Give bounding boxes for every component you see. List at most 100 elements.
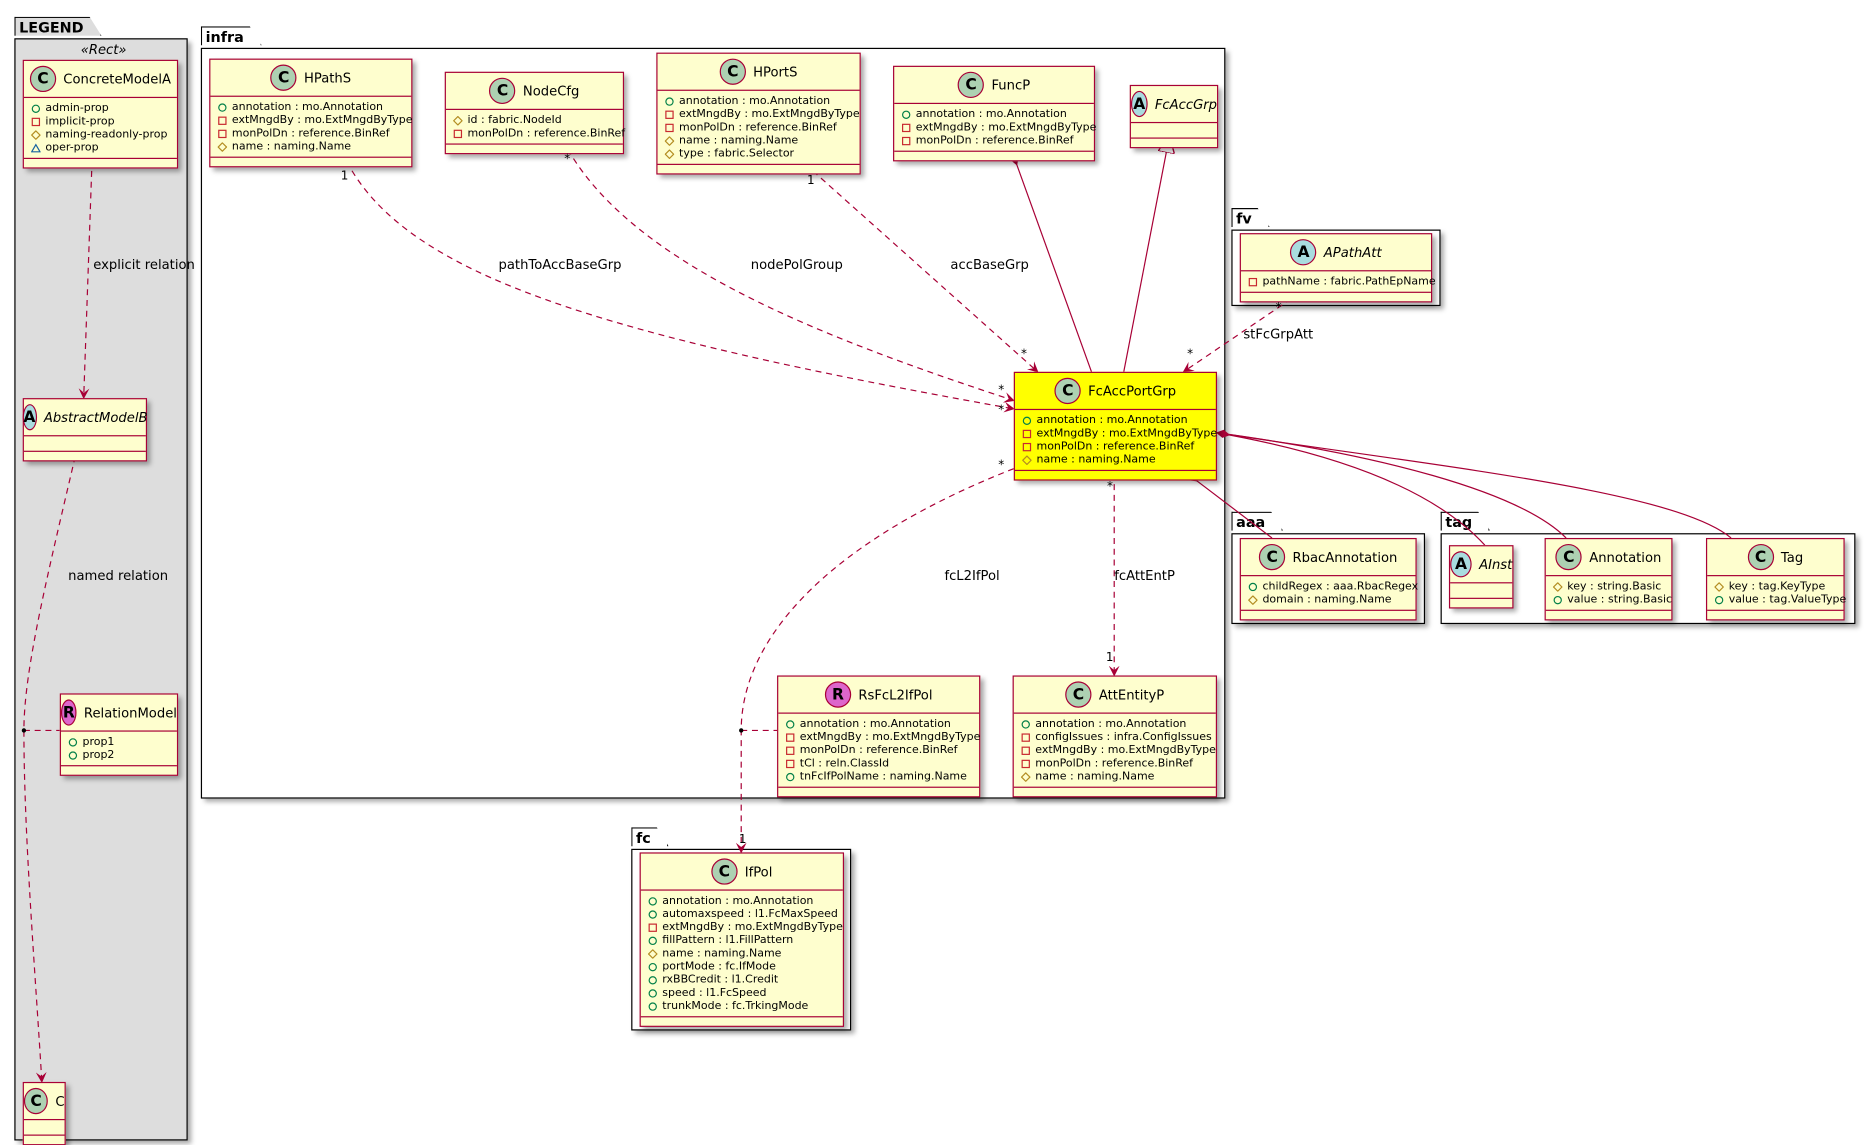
attribute-text: extMngdBy : mo.ExtMngdByType — [1035, 743, 1216, 757]
attribute: tCl : reln.ClassId — [785, 757, 971, 770]
public-icon — [218, 102, 228, 112]
attribute: extMngdBy : mo.ExtMngdByType — [648, 921, 843, 934]
attribute-text: type : fabric.Selector — [679, 147, 795, 161]
attribute: value : tag.ValueType — [1714, 593, 1846, 606]
protected-icon — [31, 129, 41, 140]
abstract-class-icon: A — [1130, 90, 1148, 118]
class-name: RbacAnnotation — [1292, 549, 1398, 565]
attribute: monPolDn : reference.BinRef — [785, 744, 971, 757]
attribute-text: rxBBCredit : l1.Credit — [662, 973, 779, 987]
attribute: tnFcIfPolName : naming.Name — [785, 770, 971, 783]
public-icon — [68, 750, 78, 760]
attribute: annotation : mo.Annotation — [785, 717, 971, 730]
attribute-text: key : tag.KeyType — [1728, 579, 1826, 593]
attribute-text: monPolDn : reference.BinRef — [467, 126, 626, 140]
public-icon — [31, 103, 41, 113]
class-name: AttEntityP — [1098, 686, 1165, 703]
method-list — [1707, 611, 1843, 619]
attribute-text: implicit-prop — [45, 114, 115, 128]
attribute: name : naming.Name — [217, 140, 404, 153]
attribute-list: pathName : fabric.PathEpName — [1240, 271, 1436, 293]
class-name: HPortS — [753, 63, 798, 80]
multiplicity: * — [1107, 480, 1114, 494]
attribute-text: monPolDn : reference.BinRef — [1035, 756, 1194, 770]
class-name: ConcreteModelA — [63, 71, 172, 87]
multiplicity: 1 — [738, 833, 747, 847]
public-icon — [68, 737, 78, 747]
class-name: NodeCfg — [522, 83, 580, 99]
attribute-text: portMode : fc.IfMode — [662, 959, 776, 974]
attribute-list — [23, 436, 146, 452]
public-icon — [1553, 595, 1563, 605]
class-name: APathAtt — [1323, 244, 1382, 261]
protected-icon — [217, 141, 228, 152]
multiplicity: * — [1020, 347, 1027, 362]
private-icon — [785, 759, 795, 769]
attribute: prop2 — [68, 748, 170, 762]
attribute: annotation : mo.Annotation — [1021, 717, 1209, 730]
method-list — [1450, 599, 1512, 607]
private-icon — [31, 117, 41, 127]
attribute: name : naming.Name — [647, 947, 836, 960]
class-icon: C — [1747, 543, 1774, 571]
method-list — [658, 165, 860, 173]
private-icon — [1022, 442, 1032, 452]
method-list — [1014, 788, 1216, 796]
attribute-text: monPolDn : reference.BinRef — [799, 743, 958, 757]
attribute-text: name : naming.Name — [679, 133, 799, 148]
attribute-text: naming-readonly-prop — [45, 127, 168, 142]
class-APathAtt[interactable]: A APathAtt pathName : fabric.PathEpName — [1239, 233, 1436, 303]
attribute: name : naming.Name — [1020, 769, 1209, 784]
private-icon — [453, 129, 463, 139]
attribute: admin-prop — [31, 102, 170, 115]
attribute-text: name : naming.Name — [1035, 769, 1155, 784]
public-icon — [1248, 582, 1258, 592]
method-list — [1241, 293, 1431, 301]
class-icon: C — [23, 1087, 49, 1115]
label-nodePolGroup: nodePolGroup — [750, 257, 843, 273]
attribute-text: name : naming.Name — [1036, 453, 1156, 467]
attribute-text: monPolDn : reference.BinRef — [679, 120, 837, 134]
attribute-text: speed : l1.FcSpeed — [662, 986, 767, 1000]
attribute-text: extMngdBy : mo.ExtMngdByType — [679, 107, 860, 121]
method-list — [1131, 139, 1217, 147]
attribute-list — [23, 1120, 65, 1136]
attribute-list — [1450, 583, 1513, 599]
abstract-class-icon: A — [1290, 239, 1317, 266]
public-icon — [1021, 719, 1031, 729]
private-icon — [785, 732, 795, 742]
attribute: pathName : fabric.PathEpName — [1248, 275, 1436, 288]
attribute-text: admin-prop — [45, 101, 109, 115]
multiplicity: 1 — [1105, 651, 1114, 665]
